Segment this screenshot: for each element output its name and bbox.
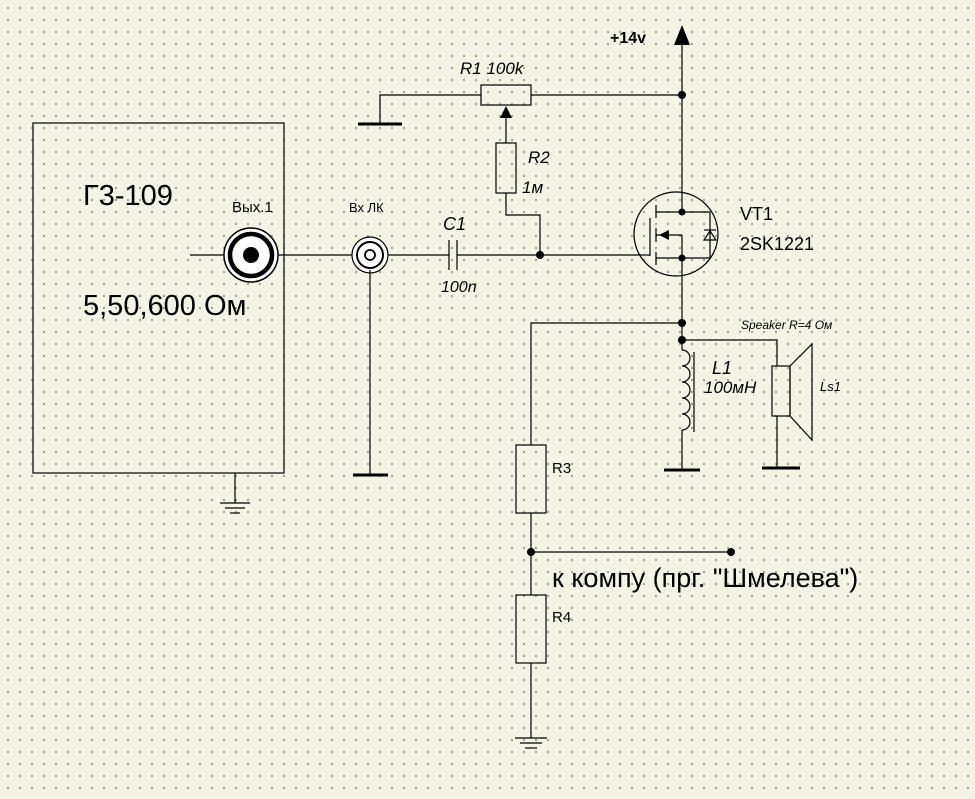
generator-output-connector	[190, 227, 279, 283]
r2-value: 1м	[522, 178, 543, 197]
c1-ref: C1	[443, 214, 466, 234]
vt1-ref: VT1	[740, 204, 773, 224]
c1-value: 100n	[441, 279, 477, 296]
l1-ref: L1	[712, 358, 732, 378]
generator-name: Г3-109	[83, 180, 173, 212]
vt1-value: 2SK1221	[740, 234, 814, 254]
generator-output-label: Вых.1	[232, 199, 273, 216]
inductor-l1: L1 100мН	[664, 349, 757, 472]
generator-impedances: 5,50,600 Ом	[83, 290, 246, 322]
output-note: к компу (прг. "Шмелева")	[552, 563, 858, 593]
supply-rail: +14v	[610, 25, 690, 212]
transistor-vt1: VT1 2SK1221	[633, 191, 814, 277]
wire-source-to-r3	[530, 322, 682, 445]
generator-box	[32, 122, 285, 474]
r2-ref: R2	[528, 148, 550, 167]
generator-block: Г3-109 5,50,600 Ом Вых.1	[32, 122, 285, 514]
input-connector: Вх ЛК	[349, 200, 389, 477]
speaker-ref: Ls1	[820, 379, 841, 394]
ground-symbol-r4	[515, 663, 547, 749]
input-label: Вх ЛК	[349, 200, 384, 215]
r1-label: R1 100k	[460, 59, 525, 78]
l1-value: 100мН	[704, 378, 757, 397]
r3-ref: R3	[552, 460, 571, 477]
resistor-r3: R3	[515, 444, 571, 514]
output-terminal	[727, 548, 735, 556]
supply-label: +14v	[610, 30, 646, 47]
r4-ref: R4	[552, 609, 571, 626]
speaker-ls1: Speaker R=4 Ом Ls1	[682, 318, 841, 470]
potentiometer-r1: R1 100k	[358, 59, 680, 143]
resistor-r2: R2 1м	[495, 142, 550, 255]
ground-symbol-generator	[220, 473, 250, 514]
speaker-spec: Speaker R=4 Ом	[741, 318, 832, 332]
resistor-r4: R4	[515, 594, 571, 664]
